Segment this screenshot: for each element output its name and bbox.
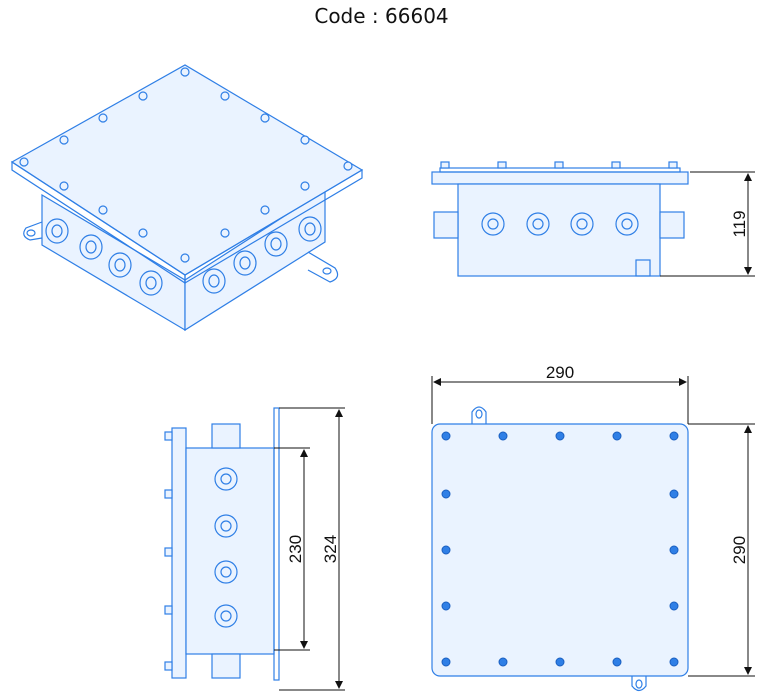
top-view: 290 290 [431, 363, 755, 692]
dim-side-outer: 324 [321, 535, 340, 563]
iso-mount-tab-right [307, 251, 339, 283]
dim-front-height: 119 [730, 210, 749, 237]
dim-top-height: 290 [730, 536, 749, 564]
front-view: 119 [431, 161, 755, 277]
dim-side-inner: 230 [286, 535, 305, 563]
side-lid-bolts [164, 431, 173, 671]
front-lid [431, 171, 689, 185]
top-mount-tab-top [471, 406, 487, 424]
side-lid [171, 427, 187, 679]
top-lid [431, 423, 689, 677]
top-mount-tab-bottom [631, 675, 647, 692]
product-code-title: Code : 66604 [314, 4, 449, 28]
iso-mount-tab-left [23, 221, 43, 241]
side-mount-plate [273, 407, 280, 681]
front-glands [433, 211, 685, 239]
side-glands [211, 423, 241, 679]
iso-lid-bolts [19, 67, 353, 263]
isometric-view [10, 64, 364, 332]
side-view: 230 324 [164, 407, 345, 691]
dim-top-width: 290 [546, 363, 574, 382]
front-lid-bolts [440, 161, 678, 169]
iso-cable-glands [45, 216, 322, 296]
top-lid-bolts [441, 431, 679, 667]
